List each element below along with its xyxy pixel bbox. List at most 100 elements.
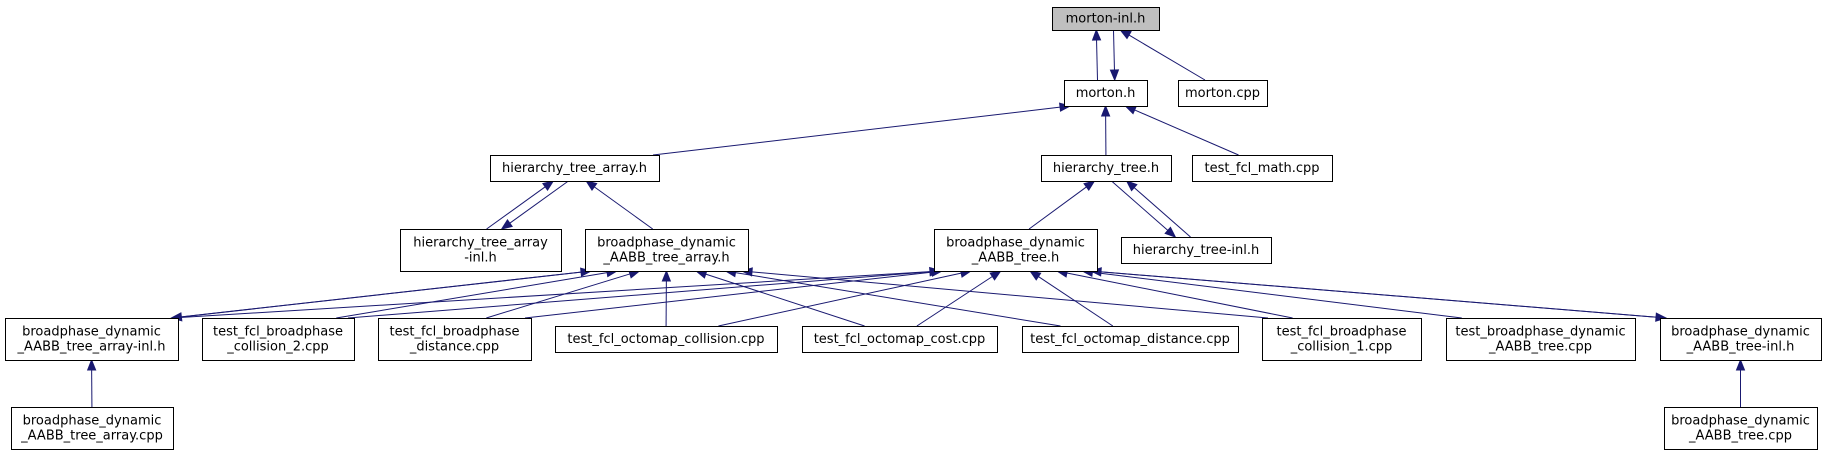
node-label: test_fcl_octomap_collision.cpp bbox=[567, 332, 764, 347]
node-hierarchy-tree-h[interactable]: hierarchy_tree.h bbox=[1041, 155, 1172, 182]
edge-line bbox=[336, 272, 608, 319]
node-label: _collision_2.cpp bbox=[226, 340, 329, 355]
arrowhead-icon bbox=[542, 180, 555, 191]
node-test-fcl-octomap-cost-cpp[interactable]: test_fcl_octomap_cost.cpp bbox=[802, 326, 998, 353]
node-test-fcl-math-cpp[interactable]: test_fcl_math.cpp bbox=[1192, 155, 1333, 182]
node-box bbox=[802, 326, 998, 353]
node-test-fcl-octomap-distance-cpp[interactable]: test_fcl_octomap_distance.cpp bbox=[1022, 326, 1239, 353]
node-label: broadphase_dynamic bbox=[597, 236, 736, 251]
include-edge bbox=[1055, 268, 1293, 319]
node-test-fcl-broadphase-collision-1-cpp[interactable]: test_fcl_broadphase_collision_1.cpp bbox=[1262, 318, 1422, 361]
node-box bbox=[11, 407, 174, 450]
arrowhead-icon bbox=[86, 358, 97, 371]
node-morton-cpp[interactable]: morton.cpp bbox=[1178, 80, 1268, 107]
node-label: _AABB_tree_array.cpp bbox=[20, 429, 163, 444]
node-label: _AABB_tree.cpp bbox=[1688, 429, 1792, 444]
edge-line bbox=[1128, 34, 1206, 81]
node-label: morton-inl.h bbox=[1066, 12, 1146, 27]
node-test-broadphase-dynamic-AABB-tree-cpp[interactable]: test_broadphase_dynamic_AABB_tree.cpp bbox=[1446, 318, 1636, 361]
node-box bbox=[5, 318, 179, 361]
include-edge bbox=[718, 268, 973, 327]
edge-line bbox=[1113, 29, 1115, 71]
edge-line bbox=[1133, 187, 1191, 238]
node-box bbox=[1178, 80, 1268, 107]
node-label: _distance.cpp bbox=[409, 340, 499, 355]
arrowhead-icon bbox=[1109, 69, 1120, 82]
node-box bbox=[555, 326, 778, 353]
node-hierarchy-tree-array-h[interactable]: hierarchy_tree_array.h bbox=[490, 155, 660, 182]
arrowhead-icon bbox=[585, 180, 598, 191]
node-hierarchy-tree-array-inl-h[interactable]: hierarchy_tree_array-inl.h bbox=[400, 229, 562, 272]
node-broadphase-dynamic-AABB-tree-array-inl-h[interactable]: broadphase_dynamic_AABB_tree_array-inl.h bbox=[5, 318, 179, 361]
node-hierarchy-tree-inl-h[interactable]: hierarchy_tree-inl.h bbox=[1121, 237, 1272, 264]
edge-line bbox=[652, 106, 1061, 156]
node-test-fcl-broadphase-collision-2-cpp[interactable]: test_fcl_broadphase_collision_2.cpp bbox=[202, 318, 355, 361]
arrowhead-icon bbox=[989, 270, 1002, 281]
node-label: broadphase_dynamic bbox=[1671, 325, 1810, 340]
node-label: morton.cpp bbox=[1185, 86, 1260, 101]
include-edge bbox=[1111, 180, 1177, 238]
node-label: test_fcl_broadphase bbox=[1276, 325, 1406, 340]
include-edge bbox=[916, 270, 1002, 327]
node-box bbox=[585, 229, 749, 272]
node-label: hierarchy_tree_array.h bbox=[502, 161, 647, 176]
node-box bbox=[1121, 237, 1272, 264]
node-box bbox=[1660, 318, 1822, 361]
node-box bbox=[1064, 80, 1148, 107]
include-edge bbox=[740, 267, 1269, 319]
include-edge bbox=[1028, 180, 1096, 230]
node-test-fcl-broadphase-distance-cpp[interactable]: test_fcl_broadphase_distance.cpp bbox=[378, 318, 532, 361]
edge-line bbox=[347, 271, 931, 319]
node-label: _AABB_tree_array-inl.h bbox=[16, 340, 165, 355]
include-edge bbox=[1100, 104, 1111, 156]
node-broadphase-dynamic-AABB-tree-inl-h[interactable]: broadphase_dynamic_AABB_tree-inl.h bbox=[1660, 318, 1822, 361]
node-label: test_fcl_math.cpp bbox=[1204, 161, 1319, 176]
graph-edges bbox=[86, 28, 1746, 408]
node-broadphase-dynamic-AABB-tree-array-cpp[interactable]: broadphase_dynamic_AABB_tree_array.cpp bbox=[11, 407, 174, 450]
node-box bbox=[1446, 318, 1636, 361]
include-edge bbox=[1124, 105, 1239, 156]
edge-line bbox=[735, 272, 1061, 327]
node-broadphase-dynamic-AABB-tree-array-h[interactable]: broadphase_dynamic_AABB_tree_array.h bbox=[585, 229, 749, 272]
edge-line bbox=[486, 273, 631, 319]
node-label: broadphase_dynamic bbox=[22, 325, 161, 340]
node-broadphase-dynamic-AABB-tree-h[interactable]: broadphase_dynamic_AABB_tree.h bbox=[934, 229, 1098, 272]
edge-line bbox=[1111, 180, 1169, 231]
arrowhead-icon bbox=[1083, 180, 1096, 192]
include-edge bbox=[585, 180, 653, 230]
include-edge bbox=[486, 180, 555, 230]
node-box bbox=[1041, 155, 1172, 182]
node-box bbox=[400, 229, 562, 272]
node-box bbox=[378, 318, 532, 361]
edge-line bbox=[705, 273, 865, 327]
edge-line bbox=[1028, 186, 1087, 230]
include-edge bbox=[652, 102, 1072, 156]
arrowhead-icon bbox=[1100, 104, 1111, 117]
include-edge bbox=[1091, 28, 1102, 81]
edge-line bbox=[1096, 39, 1098, 81]
node-box bbox=[1022, 326, 1239, 353]
edge-line bbox=[486, 186, 546, 230]
edge-line bbox=[1090, 270, 1657, 318]
arrowhead-icon bbox=[1735, 358, 1746, 371]
edge-line bbox=[916, 276, 993, 327]
node-label: morton.h bbox=[1076, 86, 1136, 101]
include-edge bbox=[486, 269, 641, 319]
arrowhead-icon bbox=[1091, 28, 1102, 41]
node-morton-h[interactable]: morton.h bbox=[1064, 80, 1148, 107]
node-label: hierarchy_tree_array bbox=[413, 236, 548, 251]
node-test-fcl-octomap-collision-cpp[interactable]: test_fcl_octomap_collision.cpp bbox=[555, 326, 778, 353]
node-label: test_fcl_broadphase bbox=[213, 325, 343, 340]
include-edge bbox=[1125, 180, 1191, 238]
arrowhead-icon bbox=[1119, 29, 1132, 40]
include-edge bbox=[1081, 267, 1462, 319]
node-broadphase-dynamic-AABB-tree-cpp[interactable]: broadphase_dynamic_AABB_tree.cpp bbox=[1664, 407, 1818, 450]
node-box bbox=[490, 155, 660, 182]
edge-line bbox=[594, 186, 653, 230]
node-label: broadphase_dynamic bbox=[1671, 414, 1810, 429]
edge-line bbox=[1134, 109, 1239, 156]
arrowhead-icon bbox=[1125, 180, 1138, 192]
edge-line bbox=[181, 270, 592, 318]
node-label: _AABB_tree.h bbox=[971, 251, 1060, 266]
